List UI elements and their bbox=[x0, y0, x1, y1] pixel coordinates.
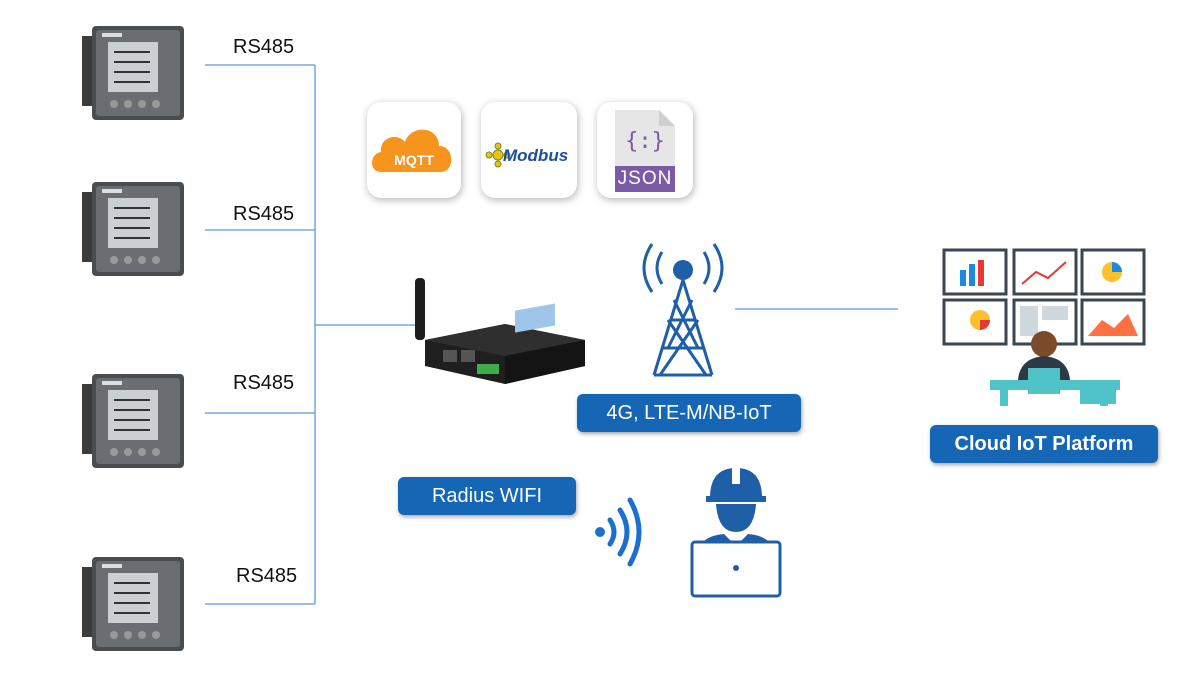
mqtt-label: MQTT bbox=[394, 152, 434, 168]
mqtt-card: MQTT bbox=[367, 102, 461, 198]
wifi-waves-icon bbox=[595, 497, 642, 567]
power-meter-icon bbox=[82, 26, 184, 120]
power-meter-icon bbox=[82, 557, 184, 651]
cloud-platform-label: Cloud IoT Platform bbox=[930, 425, 1158, 463]
modbus-label: Modbus bbox=[503, 146, 569, 165]
cell-tower-icon bbox=[642, 243, 724, 377]
rs485-label: RS485 bbox=[233, 203, 295, 225]
dashboard-monitors-icon bbox=[942, 248, 1146, 406]
rs485-label: RS485 bbox=[236, 565, 298, 587]
modbus-logo-icon bbox=[485, 142, 511, 168]
json-label: JSON bbox=[617, 168, 673, 189]
power-meter-icon bbox=[82, 182, 184, 276]
svg-text:{:}: {:} bbox=[625, 129, 665, 154]
json-card: {:} JSON bbox=[597, 102, 693, 198]
json-file-icon: {:} bbox=[615, 110, 675, 192]
rs485-label: RS485 bbox=[233, 36, 295, 58]
rs485-label: RS485 bbox=[233, 372, 295, 394]
cellular-label: 4G, LTE-M/NB-IoT bbox=[577, 394, 801, 432]
mqtt-cloud-icon bbox=[372, 129, 452, 172]
modbus-card: Modbus bbox=[481, 102, 577, 198]
router-icon bbox=[415, 278, 585, 384]
engineer-laptop-icon bbox=[690, 466, 782, 598]
wifi-label: Radius WIFI bbox=[398, 477, 576, 515]
power-meter-icon bbox=[82, 374, 184, 468]
